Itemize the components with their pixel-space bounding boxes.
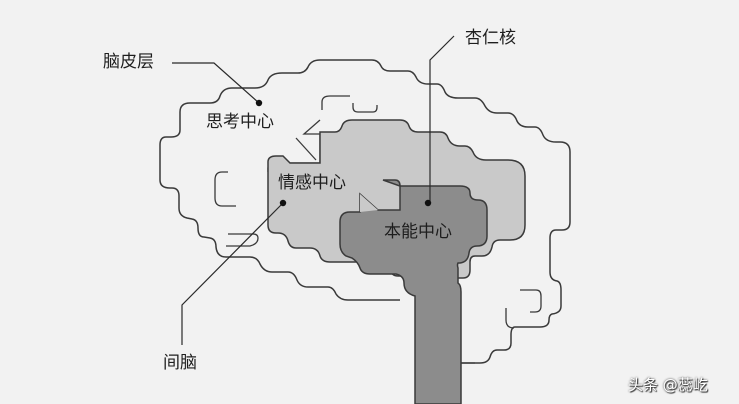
watermark: 头条 @蕊屹 — [628, 376, 708, 394]
label-amygdala: 杏仁核 — [465, 28, 516, 48]
label-instinct-center: 本能中心 — [384, 222, 452, 242]
label-diencephalon: 间脑 — [163, 353, 197, 373]
instinct-region — [339, 179, 488, 404]
label-thinking-center: 思考中心 — [206, 112, 274, 132]
amygdala-leader — [429, 35, 455, 203]
label-cortex: 脑皮层 — [103, 52, 154, 72]
diencephalon-leader — [181, 202, 284, 345]
label-emotion-center: 情感中心 — [278, 173, 346, 193]
cortex-leader — [172, 62, 260, 104]
cortex-outline — [179, 59, 571, 364]
